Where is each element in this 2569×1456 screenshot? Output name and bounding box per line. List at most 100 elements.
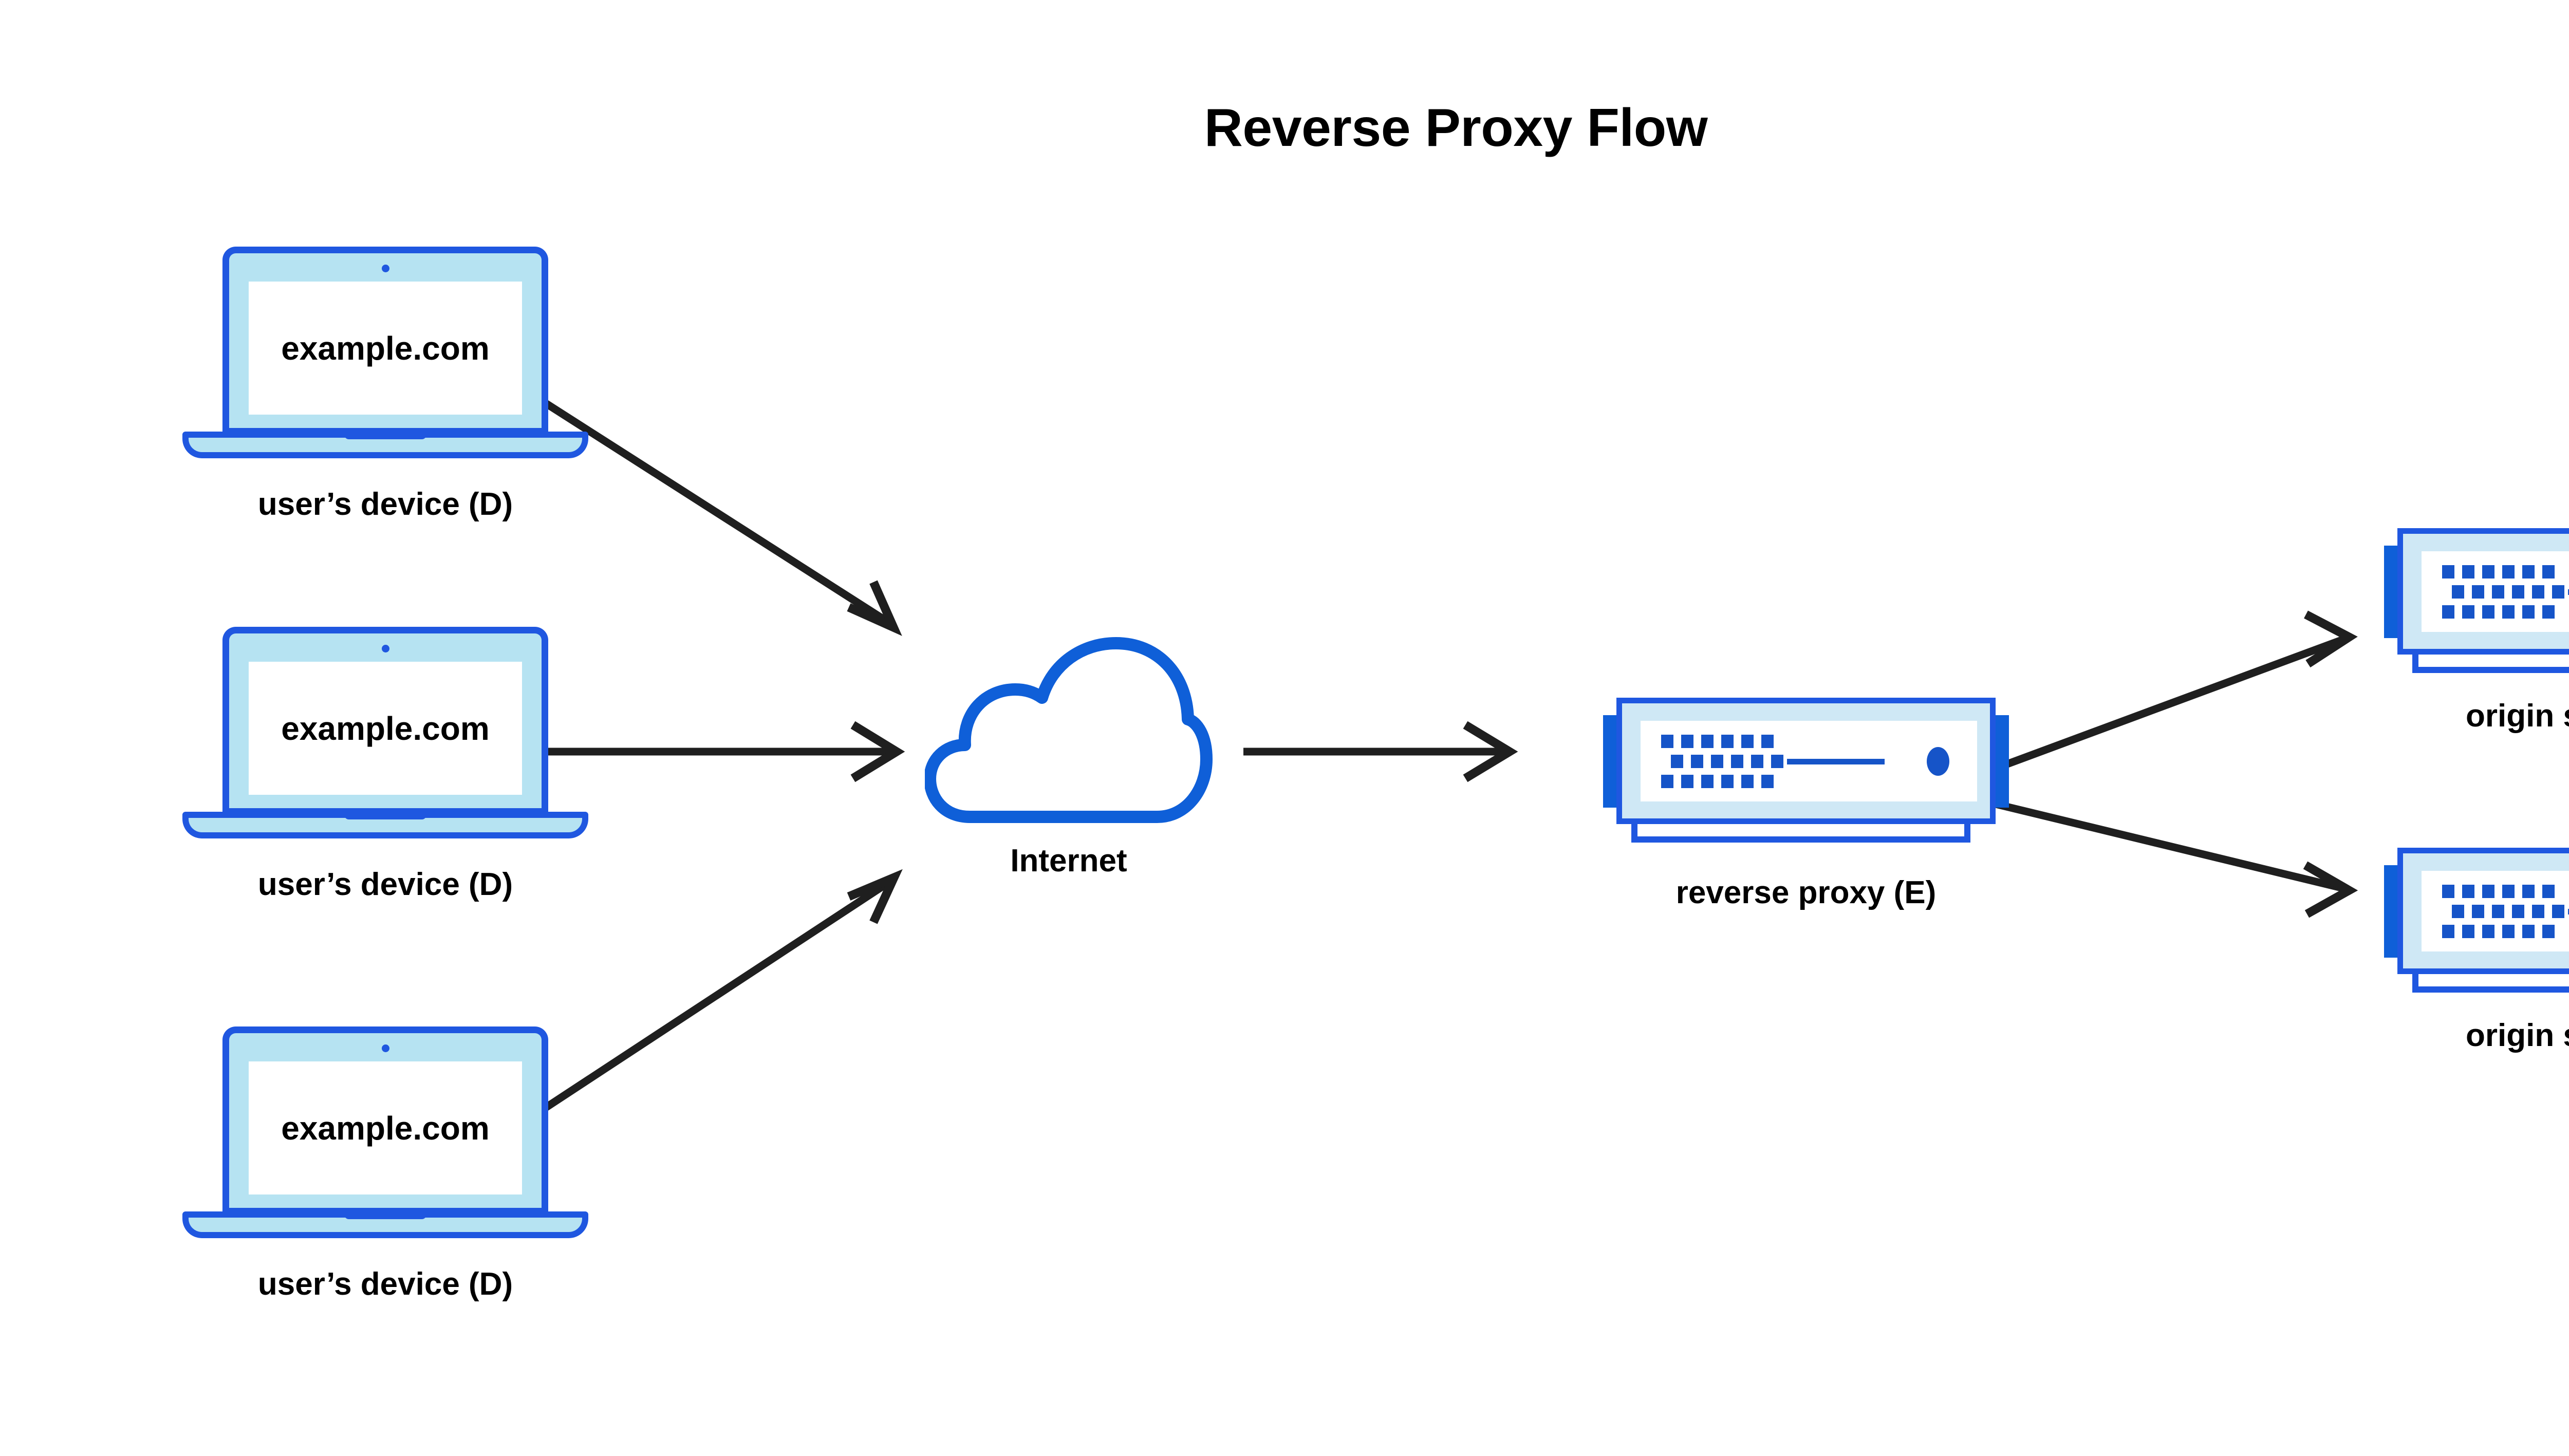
vent-dot [2442,565,2454,578]
vent-dot [1761,734,1774,748]
vent-dot [2552,585,2564,599]
screen-url-text: example.com [281,329,490,367]
vent-dot [2462,565,2474,578]
server-frame [2397,848,2569,974]
vent-row [2442,605,2569,619]
vent-dot [2512,904,2524,918]
server-slot-icon [2567,908,2569,914]
screen-url-text: example.com [281,1109,490,1147]
vent-dot [1661,734,1673,748]
server-slot-icon [2567,589,2569,595]
node-user-device-1[interactable]: example.com user’s device (D) [182,247,588,534]
server-panel [2422,871,2569,951]
server-icon [2384,519,2569,694]
vent-row [2442,565,2569,578]
vent-dot [2492,904,2504,918]
vent-dot [2542,884,2555,898]
laptop-screen: example.com [249,1061,522,1194]
vent-dot [2492,585,2504,599]
vent-dot [2482,605,2494,619]
vent-dot [2542,565,2555,578]
laptop-notch [344,432,426,439]
vent-row [2442,924,2569,938]
laptop-notch [344,1211,426,1219]
server-led-icon [1927,746,1949,776]
server-slot-icon [1786,758,1885,764]
server-panel [2422,551,2569,632]
laptop-icon: example.com [182,1026,588,1242]
server-frame [1616,698,1996,824]
vent-dot [1761,774,1774,788]
vent-dot [1661,774,1673,788]
vent-dot [2552,904,2564,918]
vent-dot [2462,924,2474,938]
edge-proxy-to-origin1 [1992,610,2358,773]
node-user-device-2[interactable]: example.com user’s device (D) [182,627,588,914]
vent-dot [1741,774,1754,788]
node-internet[interactable]: Internet [924,637,1213,884]
vent-row [1671,754,1798,768]
vent-dot [2522,884,2535,898]
vent-dot [2452,585,2464,599]
node-origin-server-1[interactable]: origin server (F) [2384,519,2569,745]
vent-dot [2442,605,2454,619]
server-vents-icon [1661,734,1789,788]
node-user-device-3[interactable]: example.com user’s device (D) [182,1026,588,1314]
vent-dot [2542,924,2555,938]
node-label-internet: Internet [1010,843,1127,879]
vent-dot [2532,585,2544,599]
vent-dot [2462,884,2474,898]
vent-dot [2442,884,2454,898]
webcam-icon [382,265,389,272]
node-label-user-device-3: user’s device (D) [257,1266,513,1302]
vent-dot [2502,884,2515,898]
vent-dot [1681,774,1693,788]
vent-dot [1731,754,1743,768]
server-panel [1641,721,1977,801]
webcam-icon [382,645,389,652]
vent-dot [2502,565,2515,578]
vent-dot [2442,924,2454,938]
edge-internet-to-proxy [1243,721,1518,782]
laptop-icon: example.com [182,247,588,462]
vent-dot [1721,734,1734,748]
vent-dot [2452,904,2464,918]
vent-dot [1701,734,1714,748]
laptop-screen: example.com [249,662,522,795]
node-reverse-proxy[interactable]: reverse proxy (E) [1603,688,2009,914]
laptop-screen: example.com [249,282,522,415]
vent-dot [2472,904,2484,918]
vent-dot [1681,734,1693,748]
server-frame [2397,528,2569,655]
node-label-reverse-proxy: reverse proxy (E) [1676,875,1937,910]
vent-dot [2482,565,2494,578]
vent-row [2442,884,2569,898]
node-label-user-device-1: user’s device (D) [257,487,513,522]
edge-proxy-to-origin2 [1993,799,2358,918]
vent-dot [2462,605,2474,619]
vent-dot [1671,754,1683,768]
vent-dot [2502,924,2515,938]
server-icon [2384,838,2569,1013]
vent-dot [2482,884,2494,898]
vent-dot [1691,754,1703,768]
vent-row [2452,904,2569,918]
screen-url-text: example.com [281,710,490,747]
vent-dot [1741,734,1754,748]
vent-dot [1711,754,1723,768]
vent-dot [2472,585,2484,599]
vent-dot [2522,565,2535,578]
vent-dot [2532,904,2544,918]
vent-row [2452,585,2569,599]
vent-dot [1721,774,1734,788]
laptop-icon: example.com [182,627,588,843]
node-label-origin-server-1: origin server (F) [2466,698,2569,734]
vent-dot [1771,754,1783,768]
vent-row [1661,734,1789,748]
cloud-icon [924,637,1213,827]
node-label-user-device-2: user’s device (D) [257,867,513,902]
page-title: Reverse Proxy Flow [1204,98,1708,158]
vent-dot [2512,585,2524,599]
node-origin-server-2[interactable]: origin server (F) [2384,838,2569,1065]
